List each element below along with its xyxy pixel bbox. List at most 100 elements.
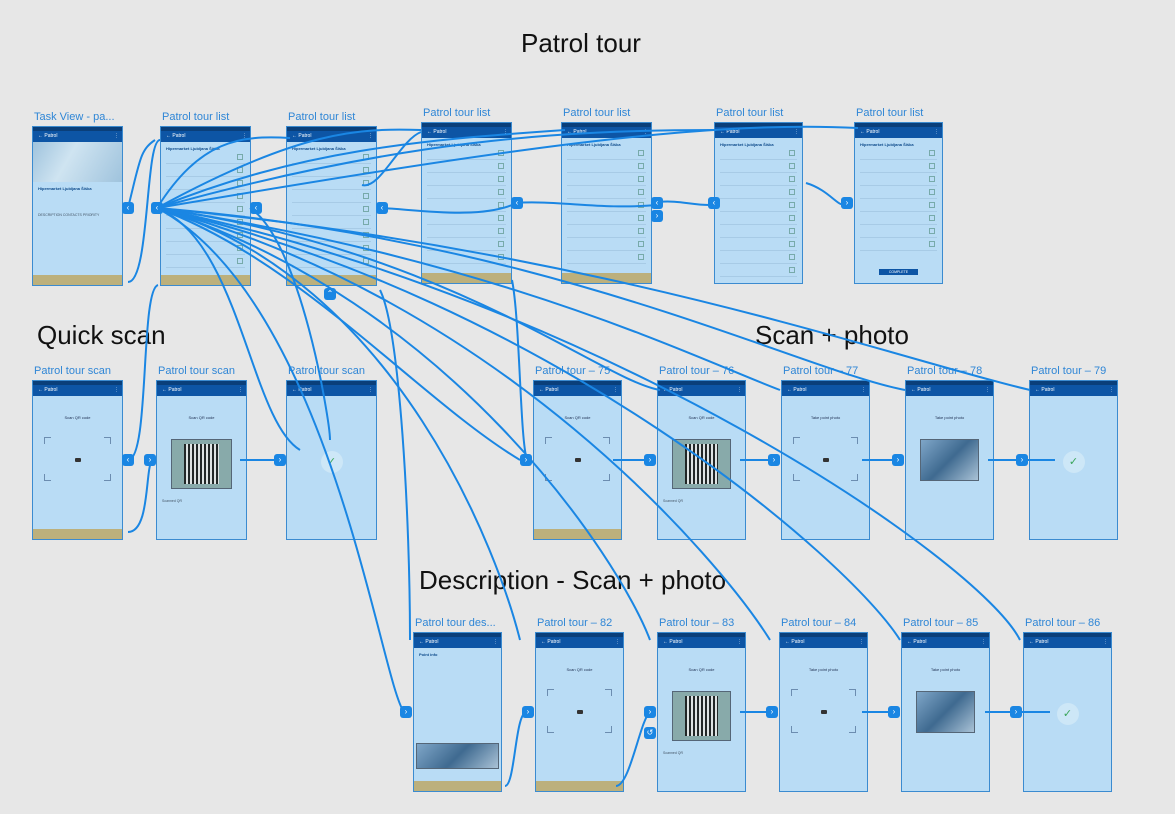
link [156,136,291,209]
artboard-78[interactable]: Patrol tour – 78 ← Patrol⋮ Take point ph… [905,365,994,540]
link-back-icon[interactable]: ‹ [250,202,262,214]
artboard-84[interactable]: Patrol tour – 84 ← Patrol⋮ Take point ph… [779,617,868,792]
link-forward-icon[interactable]: › [400,706,412,718]
link-forward-icon[interactable]: › [888,706,900,718]
store-name: Hipermarket Ljubljana Šiška [38,186,92,191]
app-bar-title: Patrol [425,639,439,645]
bottom-action-bar[interactable] [534,529,621,539]
bottom-action-bar[interactable] [414,781,501,791]
bottom-action-bar[interactable] [287,275,376,285]
camera-icon [576,710,583,714]
store-name: Hipermarket Ljubljana Šiška [720,142,774,147]
link [156,129,566,209]
link-back-icon[interactable]: ‹ [511,197,523,209]
app-bar-title: Patrol [545,387,559,393]
link-back-icon[interactable]: ‹ [122,454,134,466]
scan-label: Scan QR code [688,667,715,672]
link-back-icon[interactable]: ‹ [376,202,388,214]
photo-label: Take point photo [930,667,961,672]
store-name: Hipermarket Ljubljana Šiška [166,146,220,151]
store-name: Hipermarket Ljubljana Šiška [860,142,914,147]
link-back-icon[interactable]: ‹ [708,197,720,209]
link-forward-icon[interactable]: › [144,454,156,466]
app-bar-title: Patrol [547,639,561,645]
app-bar-title: Patrol [726,129,740,135]
app-bar-title: Patrol [669,639,683,645]
phone-screen: ← Patrol⋮ Take point photo [901,632,990,792]
link-forward-icon[interactable]: › [644,454,656,466]
artboard-79[interactable]: Patrol tour – 79 ← Patrol⋮ ✓ [1029,365,1118,540]
camera-icon [822,458,829,462]
artboard-list-5[interactable]: Patrol tour list ← Patrol⋮ Hipermarket L… [714,107,803,284]
link-up-icon[interactable]: ⌃ [324,288,336,300]
link-return-icon[interactable]: ↺ [644,727,656,739]
phone-screen: ← Patrol⋮ Scan QR code Scanned QR [657,632,746,792]
phone-screen: ← Patrol⋮ Hipermarket Ljubljana Šiška DE… [32,126,123,286]
complete-button[interactable]: COMPLETE [879,269,918,275]
link [249,207,331,441]
link [512,201,658,208]
phone-screen: ← Patrol⋮ Take point photo [779,632,868,792]
link-forward-icon[interactable]: › [1016,454,1028,466]
link-forward-icon[interactable]: › [768,454,780,466]
artboard-list-6[interactable]: Patrol tour list ← Patrol⋮ Hipermarket L… [854,107,943,284]
link-back-icon[interactable]: ‹ [122,202,134,214]
link [156,128,422,209]
app-bar-title: Patrol [791,639,805,645]
link-forward-icon[interactable]: › [651,210,663,222]
bottom-action-bar[interactable] [33,275,122,285]
artboard-task-view[interactable]: Task View - pa... ← Patrol⋮ Hipermarket … [32,111,123,286]
checkmark-icon: ✓ [320,451,343,473]
section-title-quick-scan: Quick scan [37,320,166,350]
app-bar-title: Patrol [793,387,807,393]
phone-screen: ← Patrol⋮ Hipermarket Ljubljana Šiška [714,122,803,284]
link [156,207,521,641]
link-forward-icon[interactable]: › [520,454,532,466]
link [127,139,156,209]
camera-icon [820,710,827,714]
link [381,202,518,214]
link-back-icon[interactable]: ‹ [651,197,663,209]
app-bar-title: Patrol [433,129,447,135]
bottom-action-bar[interactable] [422,273,511,283]
link-forward-icon[interactable]: › [766,706,778,718]
link [156,125,859,209]
app-bar-title: Patrol [573,129,587,135]
store-name: Hipermarket Ljubljana Šiška [292,146,346,151]
phone-screen: ← Patrol⋮ Point info [413,632,502,792]
bottom-action-bar[interactable] [161,275,250,285]
artboard-scan-3[interactable]: Patrol tour scan ← Patrol⋮ ✓ [286,365,377,540]
checkmark-icon: ✓ [1062,451,1085,473]
artboard-scan-1[interactable]: Patrol tour scan ← Patrol⋮ Scan QR code [32,365,123,540]
link-forward-icon[interactable]: › [841,197,853,209]
link-forward-icon[interactable]: › [274,454,286,466]
camera-icon [74,458,81,462]
link-forward-icon[interactable]: › [892,454,904,466]
link [127,284,159,461]
scan-label: Scan QR code [688,415,715,420]
link [656,200,711,206]
camera-icon [574,458,581,462]
link-node-icon[interactable]: ‹ [151,202,163,214]
artboard-82[interactable]: Patrol tour – 82 ← Patrol⋮ Scan QR code [535,617,624,792]
bottom-action-bar[interactable] [33,529,122,539]
phone-screen: ← Patrol⋮ Hipermarket Ljubljana Šiška CO… [854,122,943,284]
app-bar-title: Patrol [1035,639,1049,645]
phone-screen: ← Patrol⋮ ✓ [1029,380,1118,540]
artboard-description[interactable]: Patrol tour des... ← Patrol⋮ Point info [413,617,502,792]
artboard-scan-2[interactable]: Patrol tour scan ← Patrol⋮ Scan QR code … [156,365,247,540]
bottom-action-bar[interactable] [536,781,623,791]
link-forward-icon[interactable]: › [522,706,534,718]
placement-photos [416,743,499,769]
artboard-83[interactable]: Patrol tour – 83 ← Patrol⋮ Scan QR code … [657,617,746,792]
link [127,459,153,533]
link-forward-icon[interactable]: › [644,706,656,718]
link [156,207,1021,641]
phone-screen: ← Patrol⋮ Scan QR code Scanned QR [156,380,247,540]
link [156,207,781,391]
link-forward-icon[interactable]: › [1010,706,1022,718]
artboard-85[interactable]: Patrol tour – 85 ← Patrol⋮ Take point ph… [901,617,990,792]
scan-label: Scan QR code [64,415,91,420]
app-bar-title: Patrol [44,387,58,393]
scanned-qr-label: Scanned QR [162,499,183,503]
